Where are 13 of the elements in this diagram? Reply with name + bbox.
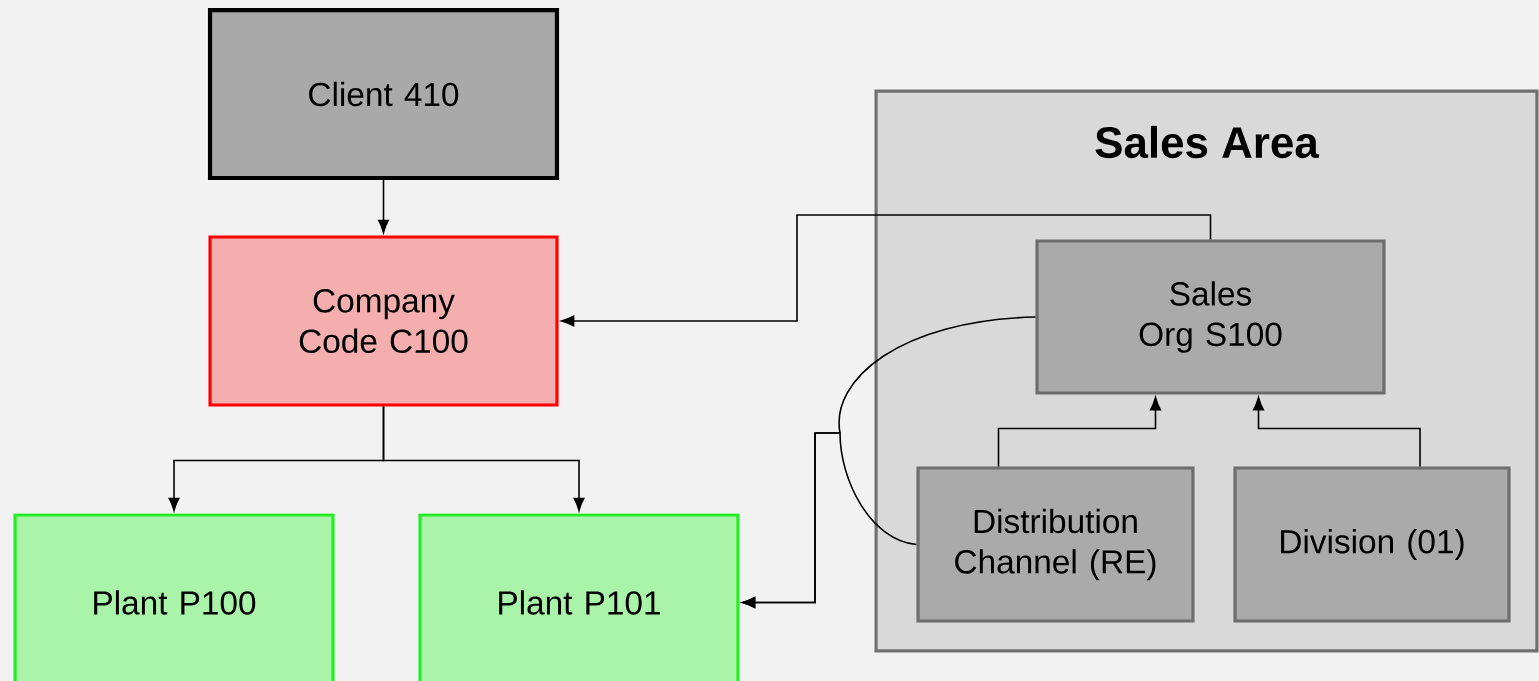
arrow xyxy=(1252,396,1421,468)
plant-box: Plant P101 xyxy=(418,513,740,681)
sales-org-box: Sales Org S100 xyxy=(1035,239,1386,395)
plant-box: Plant P100 xyxy=(13,513,335,681)
arrow xyxy=(377,179,390,234)
arrow xyxy=(560,214,1212,327)
client-box: Client 410 xyxy=(207,7,560,181)
arrow xyxy=(741,432,918,609)
company-code-box: Company Code C100 xyxy=(208,235,559,407)
arrow xyxy=(997,396,1162,468)
division-box: Division (01) xyxy=(1233,466,1511,623)
arrow xyxy=(382,405,585,512)
distribution-channel-box: Distribution Channel (RE) xyxy=(916,466,1195,623)
